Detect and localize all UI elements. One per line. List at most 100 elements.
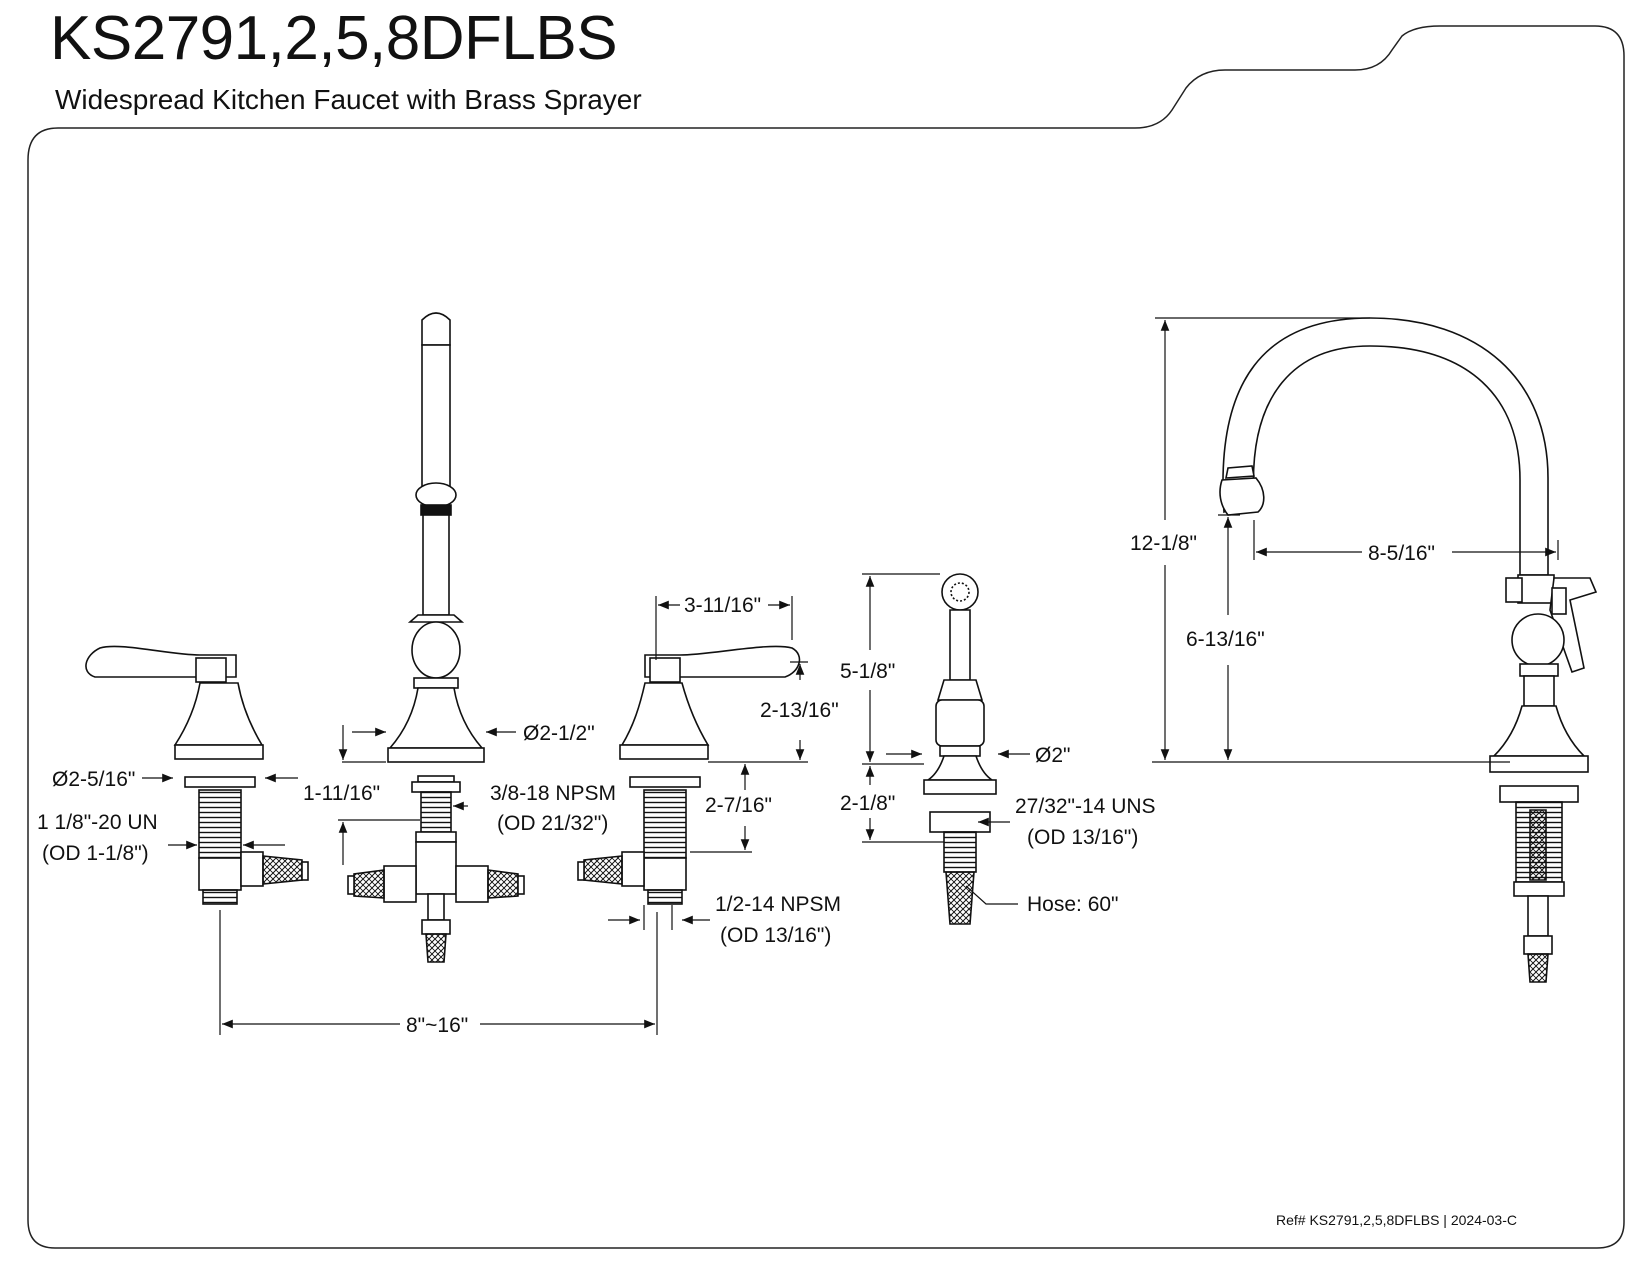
reference-footer: Ref# KS2791,2,5,8DFLBS | 2024-03-C [1275, 1212, 1517, 1228]
spout-tee-nut-left [383, 865, 417, 903]
left-escutcheon [174, 744, 264, 760]
spout-hose-left [353, 869, 385, 899]
spout-tube-top [421, 312, 451, 346]
spout-tee-body [415, 841, 457, 895]
right-valve-stub [647, 889, 683, 905]
side-drop-fitting [1523, 935, 1553, 955]
dim-sprayer-shank-length: 2-1/8" [840, 792, 895, 815]
right-escutcheon [619, 744, 709, 760]
sprayer-ring [939, 745, 981, 757]
page-subtitle: Widespread Kitchen Faucet with Brass Spr… [55, 84, 642, 115]
side-hose-down [1527, 953, 1549, 983]
right-shank [643, 789, 687, 859]
sprayer-body [935, 699, 985, 747]
dim-spout-reach: 8-5/16" [1368, 542, 1435, 565]
page-title: KS2791,2,5,8DFLBS [50, 4, 618, 73]
sprayer-drawing [923, 573, 997, 925]
side-bell [1492, 705, 1586, 757]
spout-bead-upper [415, 482, 457, 508]
dim-handle-width: 3-11/16" [684, 594, 761, 617]
side-lever-nut [1551, 587, 1567, 615]
dim-inlet-thread-od: (OD 13/16") [720, 924, 831, 947]
spout-hose-right [487, 869, 519, 899]
side-ring [1519, 663, 1559, 677]
dim-sprayer-base-diameter: Ø2" [1035, 744, 1070, 767]
spout-base-plate [387, 747, 485, 763]
right-handle-drawing [577, 645, 801, 905]
dim-handle-thread: 1 1/8"-20 UN [37, 811, 158, 834]
right-hose-out [583, 855, 623, 885]
dim-spout-clearance: 6-13/16" [1186, 628, 1265, 651]
spout-hose-left-end [347, 875, 355, 895]
dim-spout-shank-length: 1-11/16" [303, 782, 380, 805]
dim-spout-thread-od: (OD 21/32") [497, 812, 608, 835]
sprayer-base-plate [923, 779, 997, 795]
dim-handle-shank-length: 2-7/16" [705, 794, 772, 817]
side-spout-tip [1219, 477, 1265, 516]
dim-handle-thread-od: (OD 1-1/8") [42, 842, 149, 865]
sprayer-neck [949, 609, 971, 681]
side-hose [1529, 809, 1547, 881]
right-hose-end [577, 861, 585, 881]
sprayer-hose [945, 871, 975, 925]
side-coupling [1513, 881, 1565, 897]
side-base-plate [1489, 755, 1589, 773]
spout-front-drawing [347, 312, 525, 963]
right-lever [644, 645, 801, 678]
dim-spout-base-diameter: Ø2-1/2" [523, 722, 595, 745]
left-hose-end [301, 861, 309, 881]
dim-spout-thread: 3/8-18 NPSM [490, 782, 616, 805]
dim-spread: 8"~16" [406, 1014, 468, 1037]
spout-coupling [415, 831, 457, 843]
right-nut [621, 851, 645, 887]
left-lever-hub [195, 657, 227, 683]
page-frame [27, 25, 1625, 1249]
spout-drop-fitting [421, 919, 451, 935]
sprayer-grip [936, 679, 984, 701]
sprayer-shank [943, 831, 977, 873]
side-bulb [1511, 613, 1565, 667]
left-valve-stub [202, 889, 238, 905]
spout-hose-right-end [517, 875, 525, 895]
dim-escutcheon-diameter-handle: Ø2-5/16" [52, 768, 135, 791]
spout-washer [417, 775, 455, 783]
dim-handle-height: 2-13/16" [760, 699, 839, 722]
side-neck [1523, 675, 1555, 707]
side-drop [1527, 895, 1549, 937]
spout-tube [421, 344, 451, 494]
dim-inlet-thread: 1/2-14 NPSM [715, 893, 841, 916]
side-spout-collar [1517, 574, 1555, 604]
spout-bulb [411, 621, 461, 679]
sprayer-bell [925, 755, 995, 781]
dimension-labels: Ø2-5/16" 1 1/8"-20 UN (OD 1-1/8") Ø2-1/2… [37, 532, 1435, 1037]
side-spout-bead [1225, 465, 1255, 479]
spout-mid-tube [422, 514, 450, 616]
dimension-lines [142, 317, 1559, 1035]
dim-hose-length: Hose: 60" [1027, 893, 1119, 916]
spout-tee-nut-right [455, 865, 489, 903]
left-valve-body [198, 857, 242, 891]
right-lever-hub [649, 657, 681, 683]
side-washer [1499, 785, 1579, 803]
sprayer-nozzle [950, 582, 970, 602]
spout-bell [388, 687, 484, 749]
right-valve-body [643, 857, 687, 891]
side-view-drawing [1219, 317, 1598, 983]
left-hose-out [262, 855, 303, 885]
right-washer [629, 776, 701, 788]
spout-ring [413, 677, 459, 689]
spout-hose-down [425, 933, 447, 963]
dim-sprayer-thread-od: (OD 13/16") [1027, 826, 1138, 849]
spout-washer-2 [411, 781, 461, 793]
dim-sprayer-thread: 27/32"-14 UNS [1015, 795, 1156, 818]
spout-collar [420, 504, 452, 516]
left-washer [184, 776, 256, 788]
dim-overall-height: 12-1/8" [1130, 532, 1197, 555]
right-handle-bell [620, 682, 710, 746]
dim-sprayer-height: 5-1/8" [840, 660, 895, 683]
left-handle-bell [173, 682, 264, 746]
side-spout-arc [1222, 317, 1549, 576]
spout-neck [407, 614, 465, 623]
